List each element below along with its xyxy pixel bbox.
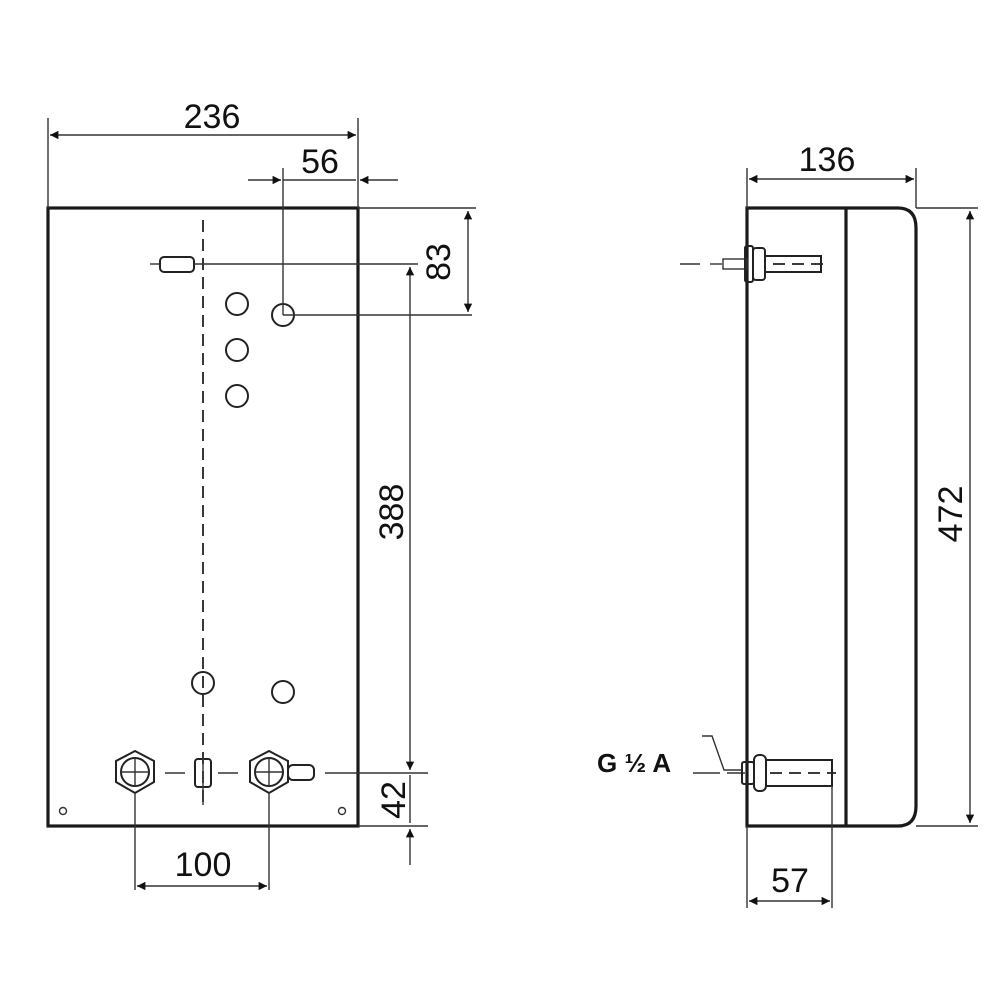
thread-spec-label: G ½ A [597, 748, 671, 778]
hole [271, 680, 295, 704]
upper-mount-slot [159, 256, 195, 273]
dim-mount-spacing-vertical: 388 [373, 484, 411, 541]
screw-hole [337, 806, 347, 816]
front-view: 236 56 83 388 42 100 [46, 98, 476, 891]
dim-top-to-upper-mount: 83 [420, 243, 458, 281]
side-housing-outline [745, 206, 918, 828]
hole [225, 384, 249, 408]
side-view: G ½ A 136 472 57 [597, 141, 978, 908]
center-lower-slot [194, 752, 212, 805]
upper-mount-bolt-icon [680, 245, 825, 283]
dim-connector-spacing: 100 [175, 846, 232, 884]
dim-height-total: 472 [932, 486, 970, 543]
thread-leader-line [702, 735, 742, 771]
lower-connector-icon [693, 754, 836, 792]
hole [191, 671, 215, 695]
right-connector-nut-icon [249, 749, 315, 795]
screw-hole [58, 806, 68, 816]
hole [225, 338, 249, 362]
dim-depth-total: 136 [799, 141, 856, 179]
dim-offset-right-connector: 56 [301, 143, 339, 181]
hole [225, 292, 249, 316]
front-housing-outline [46, 206, 360, 828]
dim-bottom-to-connectors: 42 [375, 781, 413, 819]
dim-width-total: 236 [184, 98, 241, 136]
dim-connector-projection: 57 [771, 862, 809, 900]
left-connector-nut-icon [115, 749, 155, 795]
